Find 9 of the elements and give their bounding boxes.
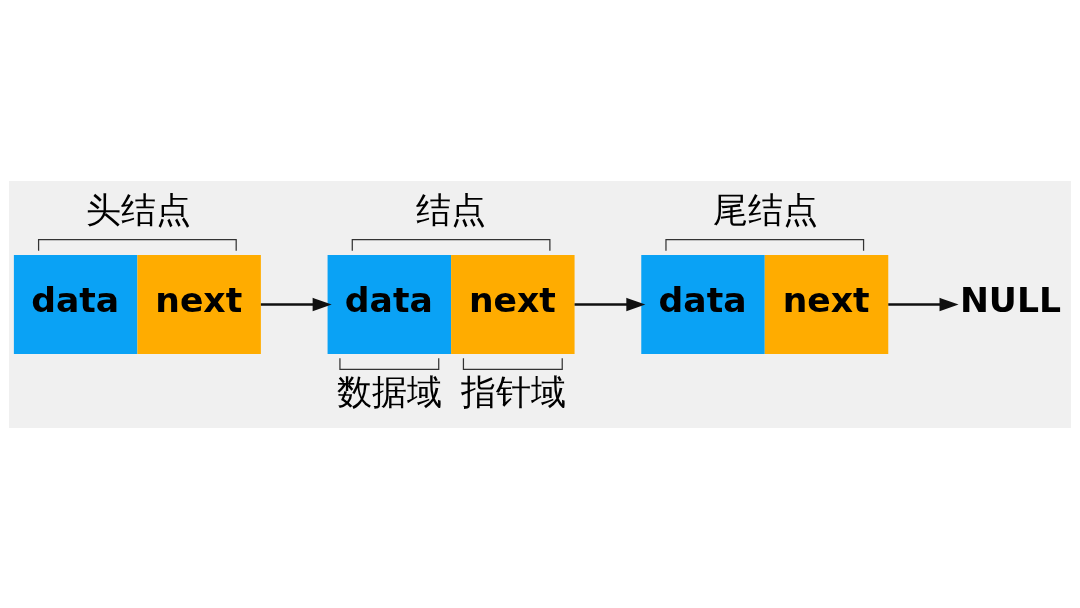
node-label: 尾结点 xyxy=(712,189,818,230)
node-label: 指针域 xyxy=(460,371,566,412)
arrow xyxy=(260,297,332,311)
node-label: 头结点 xyxy=(85,189,191,230)
arrow xyxy=(574,297,646,311)
node-label: 数据域 xyxy=(337,371,443,412)
arrow xyxy=(888,297,959,311)
node-text: NULL xyxy=(959,279,1061,320)
node-label: 结点 xyxy=(416,189,487,230)
